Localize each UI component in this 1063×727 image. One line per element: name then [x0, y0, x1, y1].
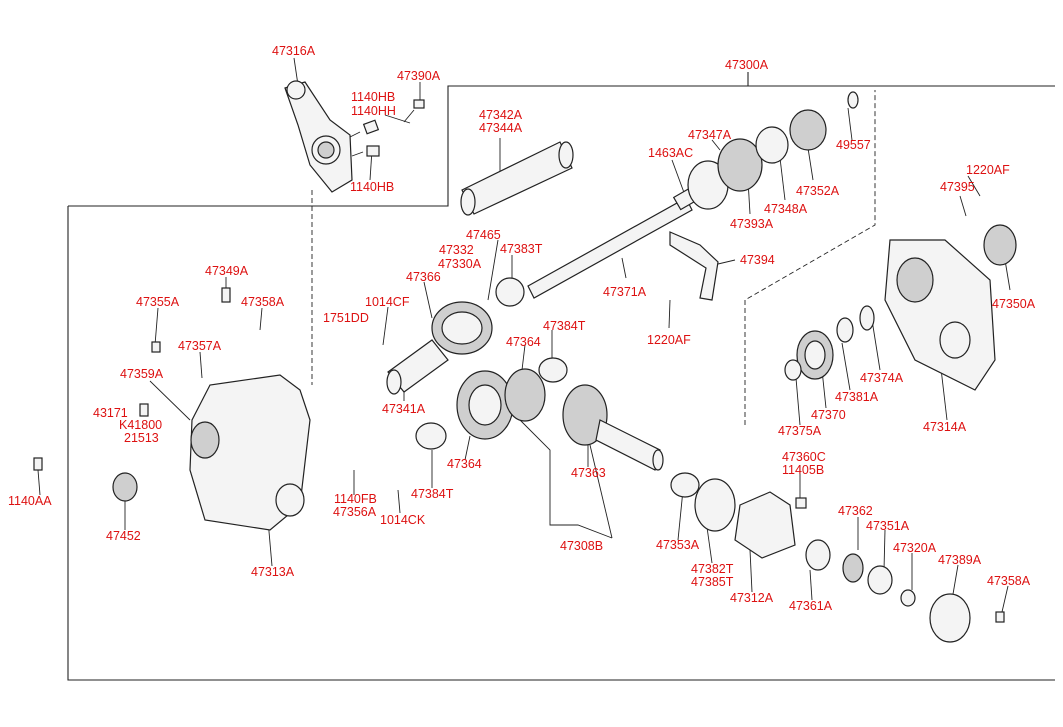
label-47465: 47465 [466, 228, 501, 242]
label-43171: 43171 [93, 406, 128, 420]
bolt-icons [349, 99, 425, 157]
output-shaft-47342A [460, 141, 574, 216]
label-1220AF-2: 1220AF [647, 333, 691, 347]
label-47359A: 47359A [120, 367, 164, 381]
label-47342A: 47342A [479, 108, 523, 122]
label-47341A: 47341A [382, 402, 426, 416]
label-47393A: 47393A [730, 217, 774, 231]
bracket-47394 [669, 231, 719, 301]
label-47375A: 47375A [778, 424, 822, 438]
label-1140HB: 1140HB [351, 90, 396, 104]
gear-47363 [562, 384, 664, 471]
label-1140FB: 1140FB [334, 492, 377, 506]
label-47358A: 47358A [241, 295, 285, 309]
label-47312A: 47312A [730, 591, 774, 605]
label-47308B: 47308B [560, 539, 604, 553]
label-47332: 47332 [439, 243, 474, 257]
bearing-rings [415, 91, 859, 498]
label-1014CK: 1014CK [380, 513, 426, 527]
label-47364: 47364 [506, 335, 541, 349]
label-47353A: 47353A [656, 538, 700, 552]
label-47381A: 47381A [835, 390, 879, 404]
label-47352A: 47352A [796, 184, 840, 198]
label-K41800: K41800 [119, 418, 163, 432]
label-49557: 49557 [836, 138, 871, 152]
label-47370: 47370 [811, 408, 846, 422]
label-47360C: 47360C [782, 450, 826, 464]
label-47384T: 47384T [543, 319, 586, 333]
bracket-47316A [284, 80, 353, 193]
label-1140HH: 1140HH [351, 104, 396, 118]
label-47314A: 47314A [923, 420, 967, 434]
label-47364-2: 47364 [447, 457, 482, 471]
label-47358A-2: 47358A [987, 574, 1031, 588]
label-47347A: 47347A [688, 128, 732, 142]
label-47344A: 47344A [479, 121, 523, 135]
gear-47330A [386, 301, 493, 395]
label-1463AC: 1463AC [648, 146, 694, 160]
label-47330A: 47330A [438, 257, 482, 271]
label-47362: 47362 [838, 504, 873, 518]
label-47366: 47366 [406, 270, 441, 284]
label-47389A: 47389A [938, 553, 982, 567]
label-47320A: 47320A [893, 541, 937, 555]
label-47452: 47452 [106, 529, 141, 543]
label-47356A: 47356A [333, 505, 377, 519]
case-47314A [884, 224, 1017, 391]
label-47361A: 47361A [789, 599, 833, 613]
label-47316A: 47316A [272, 44, 316, 58]
label-47350A: 47350A [992, 297, 1036, 311]
label-11405B: 11405B [782, 463, 825, 477]
label-47371A: 47371A [603, 285, 647, 299]
housing-47312A [694, 478, 1005, 643]
case-47313A [33, 287, 311, 531]
label-47382T: 47382T [691, 562, 734, 576]
label-47383T: 47383T [500, 242, 543, 256]
label-47351A: 47351A [866, 519, 910, 533]
label-47357A: 47357A [178, 339, 222, 353]
label-47349A: 47349A [205, 264, 249, 278]
label-47374A: 47374A [860, 371, 904, 385]
assembly-frame [67, 72, 1055, 681]
label-47363: 47363 [571, 466, 606, 480]
label-47395: 47395 [940, 180, 975, 194]
label-1220AF: 1220AF [966, 163, 1010, 177]
label-21513: 21513 [124, 431, 159, 445]
label-47385T: 47385T [691, 575, 734, 589]
label-1140AA: 1140AA [8, 494, 52, 508]
label-47348A: 47348A [764, 202, 808, 216]
label-47384T-2: 47384T [411, 487, 454, 501]
gear-47364 [456, 368, 546, 440]
label-47394: 47394 [740, 253, 775, 267]
label-47355A: 47355A [136, 295, 180, 309]
label-1140HB-2: 1140HB [350, 180, 395, 194]
label-1751DD: 1751DD [323, 311, 369, 325]
label-47390A: 47390A [397, 69, 441, 83]
label-47313A: 47313A [251, 565, 295, 579]
label-47300A: 47300A [725, 58, 769, 72]
label-1014CF: 1014CF [365, 295, 410, 309]
bearing-47370 [784, 305, 875, 381]
